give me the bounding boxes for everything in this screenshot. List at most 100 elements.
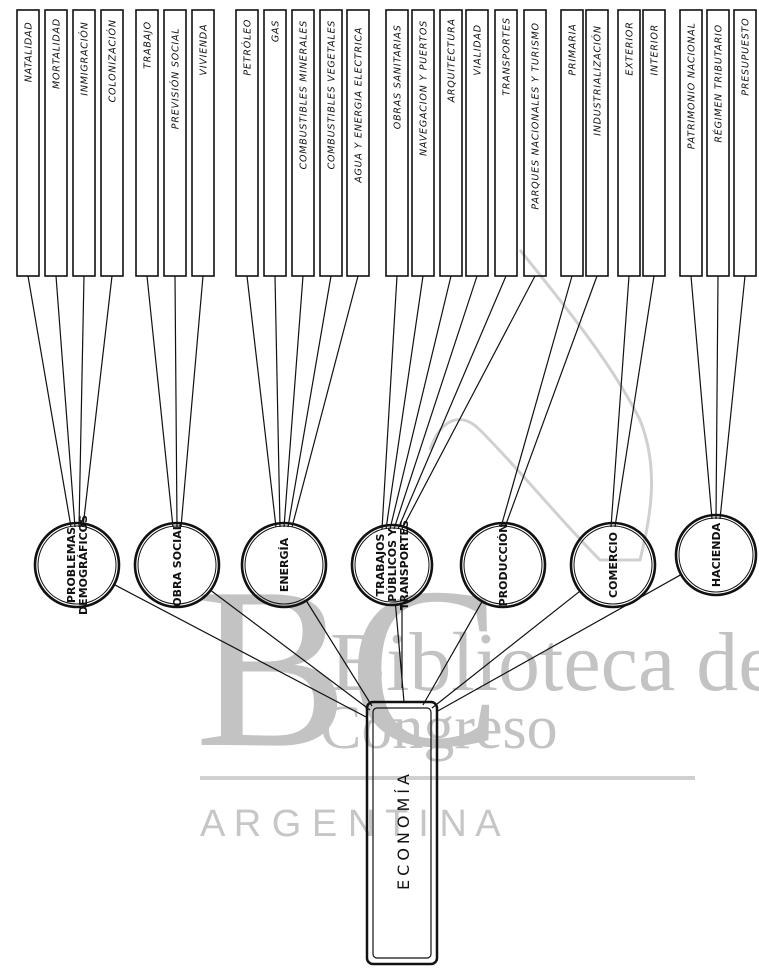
category-circle-inner <box>137 525 217 605</box>
category-label: TRANSPORTES <box>398 520 411 610</box>
topic-box-frame <box>679 9 703 277</box>
edge-topic <box>393 275 478 530</box>
category-label: HACIENDA <box>710 522 723 587</box>
topic-box: PREVISIÓN SOCIAL <box>163 9 187 277</box>
topic-label: PETRÓLEO <box>242 19 254 76</box>
topic-box: COMBUSTIBLES VEGETALES <box>319 9 343 277</box>
topic-box: PRESUPUESTO <box>733 9 757 277</box>
topic-box: NATALIDAD <box>16 9 40 277</box>
edge-topic <box>397 275 507 530</box>
topic-label: TRABAJO <box>143 21 154 69</box>
topic-label: AGUA Y ENERGIA ELECTRICA <box>354 27 365 184</box>
edge-topic <box>389 275 452 530</box>
topic-box-frame <box>135 9 159 277</box>
topic-label: PATRIMONIO NACIONAL <box>687 22 698 149</box>
category-node: OBRA SOCIAL <box>133 521 221 609</box>
category-node: COMERCIO <box>569 521 657 609</box>
topic-label: RÉGIMEN TRIBUTARIO <box>713 24 725 142</box>
watermark-country: A R G E N T I N A <box>200 803 501 845</box>
topic-label: VIVIENDA <box>199 24 210 76</box>
topic-label: GAS <box>271 20 282 42</box>
topic-box: INDUSTRIALIZACIÓN <box>585 9 609 277</box>
topic-box: MORTALIDAD <box>44 9 68 277</box>
edge-topic <box>614 275 655 528</box>
topic-label: NATALIDAD <box>24 22 35 83</box>
category-label: ENERGÍA <box>278 537 291 592</box>
topic-box: ARQUITECTURA <box>439 9 463 277</box>
category-node: HACIENDA <box>674 513 758 597</box>
category-node: ENERGÍA <box>240 521 328 609</box>
topic-box: VIVIENDA <box>191 9 215 277</box>
topic-label: OBRAS SANITARIAS <box>393 24 404 129</box>
category-label: TRABAJOS <box>374 534 387 597</box>
edge-topic <box>174 275 178 528</box>
category-label: OBRA SOCIAL <box>171 523 184 607</box>
topic-label: TRANSPORTES <box>502 17 513 95</box>
topic-label: PREVISIÓN SOCIAL <box>170 28 182 130</box>
topic-box-frame <box>319 9 343 277</box>
category-node: PRODUCCIÓN <box>459 521 547 609</box>
topic-box: GAS <box>263 9 287 277</box>
topic-box-frame <box>617 9 641 277</box>
topic-label: PARQUES NACIONALES Y TURISMO <box>531 22 542 209</box>
category-circle-outer <box>33 521 121 609</box>
edge-root <box>210 589 371 711</box>
root-label: ECONOMÍA <box>394 770 413 890</box>
topic-box-frame <box>346 9 370 277</box>
category-circle-outer <box>240 521 328 609</box>
category-label: PROBLEMAS <box>65 527 78 603</box>
topic-label: NAVEGACION Y PUERTOS <box>419 20 430 156</box>
topic-box-frame <box>72 9 96 277</box>
topic-box: INMIGRACIÓN <box>72 9 96 277</box>
topic-label: VIALIDAD <box>473 24 484 75</box>
root-node: ECONOMÍA <box>365 700 439 966</box>
category-circle-outer <box>459 521 547 609</box>
category-circle-inner <box>463 525 543 605</box>
topic-box: TRABAJO <box>135 9 159 277</box>
edge-topic <box>27 275 72 528</box>
root-box-inner <box>372 707 432 959</box>
edge-topic <box>610 275 630 528</box>
topic-box-frame <box>706 9 730 277</box>
topic-box-frame <box>439 9 463 277</box>
category-circle-inner <box>678 517 754 593</box>
watermark-rule <box>200 776 695 780</box>
topic-box: EXTERIOR <box>617 9 641 277</box>
watermark-map-outline <box>428 249 653 562</box>
edge-topic <box>180 275 204 528</box>
category-circle-inner <box>37 525 117 605</box>
topic-box: PETRÓLEO <box>235 9 259 277</box>
topic-box-frame <box>494 9 518 277</box>
topic-box-frame <box>642 9 666 277</box>
category-label: COMERCIO <box>607 532 620 598</box>
topic-label: COMBUSTIBLES VEGETALES <box>327 20 338 170</box>
topic-box: NAVEGACION Y PUERTOS <box>411 9 435 277</box>
topic-label: MORTALIDAD <box>52 18 63 89</box>
topic-box-frame <box>291 9 315 277</box>
topic-box: OBRAS SANITARIAS <box>385 9 409 277</box>
topic-label: COLONIZACIÓN <box>107 19 119 102</box>
edge-topic <box>146 275 174 528</box>
topic-box-frame <box>44 9 68 277</box>
topic-label: INTERIOR <box>650 24 661 76</box>
topic-box: COMBUSTIBLES MINERALES <box>291 9 315 277</box>
topic-box-frame <box>16 9 40 277</box>
edge-topic <box>274 275 281 528</box>
topic-box-frame <box>191 9 215 277</box>
edge-topic <box>715 275 719 520</box>
edge-topic <box>78 275 85 528</box>
watermark-line2: Congreso <box>320 694 558 762</box>
topic-box-frame <box>385 9 409 277</box>
edge-root <box>431 590 581 709</box>
category-label: DEMOGRÁFICOS <box>77 515 90 615</box>
topic-box: AGUA Y ENERGIA ELECTRICA <box>346 9 370 277</box>
topic-box-frame <box>465 9 489 277</box>
topic-box: PRIMARIA <box>560 9 584 277</box>
topic-box: COLONIZACIÓN <box>100 9 124 277</box>
category-circle-inner <box>354 527 430 603</box>
topic-label: PRESUPUESTO <box>741 18 752 96</box>
topic-box-frame <box>523 9 547 277</box>
